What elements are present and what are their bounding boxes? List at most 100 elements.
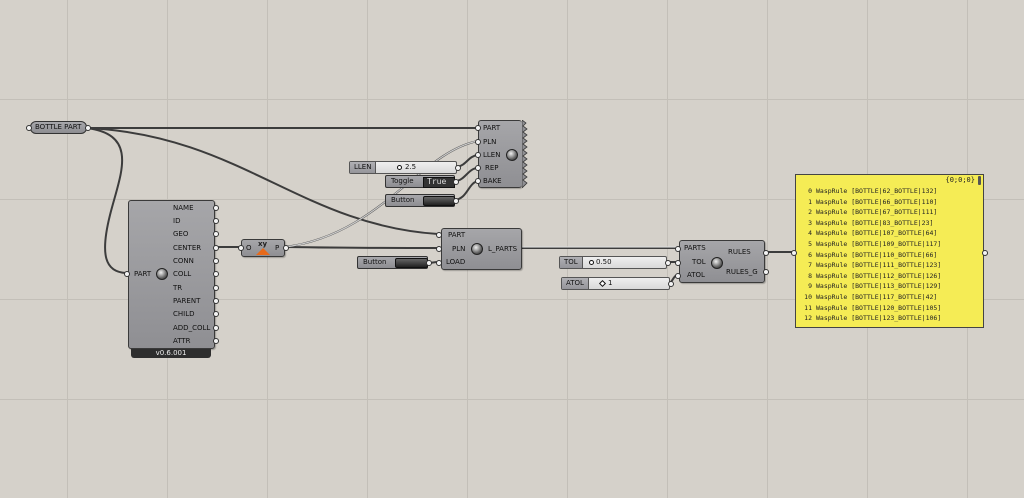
row-index: 7 <box>808 261 812 270</box>
big-out-grip-6[interactable] <box>213 285 219 291</box>
top-in-bake: BAKE <box>483 177 502 185</box>
rules-in-grip-0[interactable] <box>675 246 681 252</box>
out-conn-label: CONN <box>173 257 194 265</box>
plane-icon-text: xy <box>258 240 268 248</box>
panel-scrollbar[interactable] <box>978 176 981 185</box>
big-input-part-label: PART <box>134 270 152 278</box>
rules-out-grip-0[interactable] <box>763 250 769 256</box>
top-in-grip-0[interactable] <box>475 125 481 131</box>
lparts-in-pln: PLN <box>452 245 466 253</box>
big-out-grip-0[interactable] <box>213 205 219 211</box>
lparts-in-grip-1[interactable] <box>436 246 442 252</box>
panel-output-grip[interactable] <box>982 250 988 256</box>
row-index: 3 <box>808 218 812 227</box>
toggle-output-grip[interactable] <box>453 179 459 185</box>
lparts-in-grip-2[interactable] <box>436 260 442 266</box>
big-out-grip-2[interactable] <box>213 231 219 237</box>
row-text: WaspRule [BOTTLE|107_BOTTLE|64] <box>816 229 938 238</box>
out-parent-label: PARENT <box>173 297 201 305</box>
row-text: WaspRule [BOTTLE|83_BOTTLE|23] <box>816 218 934 227</box>
rules-in-grip-1[interactable] <box>675 260 681 266</box>
button-1-label: Button <box>391 196 415 204</box>
atol-slider-thumb[interactable] <box>598 279 607 288</box>
top-in-rep: REP <box>485 164 499 172</box>
button-2[interactable]: Button <box>357 256 428 269</box>
panel-input-grip[interactable] <box>791 250 797 256</box>
top-in-grip-1[interactable] <box>475 139 481 145</box>
top-in-llen: LLEN <box>483 151 501 159</box>
big-out-grip-8[interactable] <box>213 311 219 317</box>
bottle-part-input-grip[interactable] <box>26 125 32 131</box>
big-input-grip[interactable] <box>124 271 130 277</box>
top-in-grip-4[interactable] <box>475 178 481 184</box>
plane-xy-icon: xy <box>256 240 270 255</box>
row-index: 11 <box>804 303 812 312</box>
big-out-grip-10[interactable] <box>213 338 219 344</box>
rules-component[interactable]: PARTS TOL ATOL RULES RULES_G <box>679 240 765 283</box>
lparts-in-load: LOAD <box>446 258 466 266</box>
tol-output-grip[interactable] <box>665 260 671 266</box>
button-2-output-grip[interactable] <box>426 260 432 266</box>
top-in-grip-2[interactable] <box>475 152 481 158</box>
boolean-toggle[interactable]: Toggle True <box>385 175 455 188</box>
out-coll-label: COLL <box>173 270 192 278</box>
plane-component[interactable]: O xy P <box>241 239 285 257</box>
button-2-press-area[interactable] <box>395 258 428 268</box>
lparts-output-label: L_PARTS <box>488 245 518 253</box>
lparts-in-grip-0[interactable] <box>436 232 442 238</box>
plane-output-label: P <box>275 244 280 252</box>
top-in-grip-3[interactable] <box>475 165 481 171</box>
atol-output-grip[interactable] <box>668 281 674 287</box>
row-text: WaspRule [BOTTLE|111_BOTTLE|123] <box>816 261 942 270</box>
rules-out-grip-1[interactable] <box>763 269 769 275</box>
rules-in-grip-2[interactable] <box>675 273 681 279</box>
bottle-part-output-grip[interactable] <box>85 125 91 131</box>
list-item: 3 WaspRule [BOTTLE|83_BOTTLE|23] <box>799 218 933 228</box>
row-text: WaspRule [BOTTLE|67_BOTTLE|111] <box>816 208 938 217</box>
big-out-grip-4[interactable] <box>213 258 219 264</box>
big-out-grip-5[interactable] <box>213 271 219 277</box>
panel-path-header: {0;0;0} <box>945 176 975 184</box>
button-1-output-grip[interactable] <box>453 198 459 204</box>
big-component-icon <box>156 268 168 280</box>
rules-in-atol: ATOL <box>687 271 705 279</box>
row-index: 0 <box>808 187 812 195</box>
llen-output-grip[interactable] <box>455 165 461 171</box>
plane-input-grip[interactable] <box>238 245 244 251</box>
llen-slider[interactable]: LLEN 2.5 <box>349 161 457 174</box>
out-attr-label: ATTR <box>173 337 191 345</box>
bake-component[interactable]: PART PLN LLEN REP BAKE <box>478 120 528 188</box>
out-center-label: CENTER <box>173 244 202 252</box>
button-1-press-area[interactable] <box>423 196 455 206</box>
llen-slider-value: 2.5 <box>405 163 417 171</box>
big-out-grip-3[interactable] <box>213 245 219 251</box>
lparts-component[interactable]: PART PLN LOAD L_PARTS <box>441 228 522 270</box>
plane-output-grip[interactable] <box>283 245 289 251</box>
bottle-part-param[interactable]: BOTTLE PART <box>30 121 87 134</box>
big-out-grip-9[interactable] <box>213 325 219 331</box>
part-deconstruct-component[interactable]: PART NAME ID GEO CENTER CONN COLL TR PAR… <box>128 200 215 349</box>
llen-slider-thumb[interactable] <box>397 165 402 170</box>
lparts-component-icon <box>471 243 483 255</box>
big-out-grip-1[interactable] <box>213 218 219 224</box>
row-index: 10 <box>804 293 812 301</box>
tol-slider-label: TOL <box>560 257 583 268</box>
row-index: 8 <box>808 271 812 280</box>
row-index: 6 <box>808 250 812 259</box>
button-1[interactable]: Button <box>385 194 455 207</box>
tol-slider-thumb[interactable] <box>589 260 594 265</box>
out-geo-label: GEO <box>173 230 189 238</box>
rules-in-tol: TOL <box>692 258 706 266</box>
version-label: v0.6.001 <box>131 349 211 358</box>
tol-slider-value: 0.50 <box>596 258 612 266</box>
tol-slider[interactable]: TOL 0.50 <box>559 256 667 269</box>
toggle-value-box[interactable]: True <box>423 177 455 188</box>
atol-slider[interactable]: ATOL 1 <box>561 277 670 290</box>
big-out-grip-7[interactable] <box>213 298 219 304</box>
